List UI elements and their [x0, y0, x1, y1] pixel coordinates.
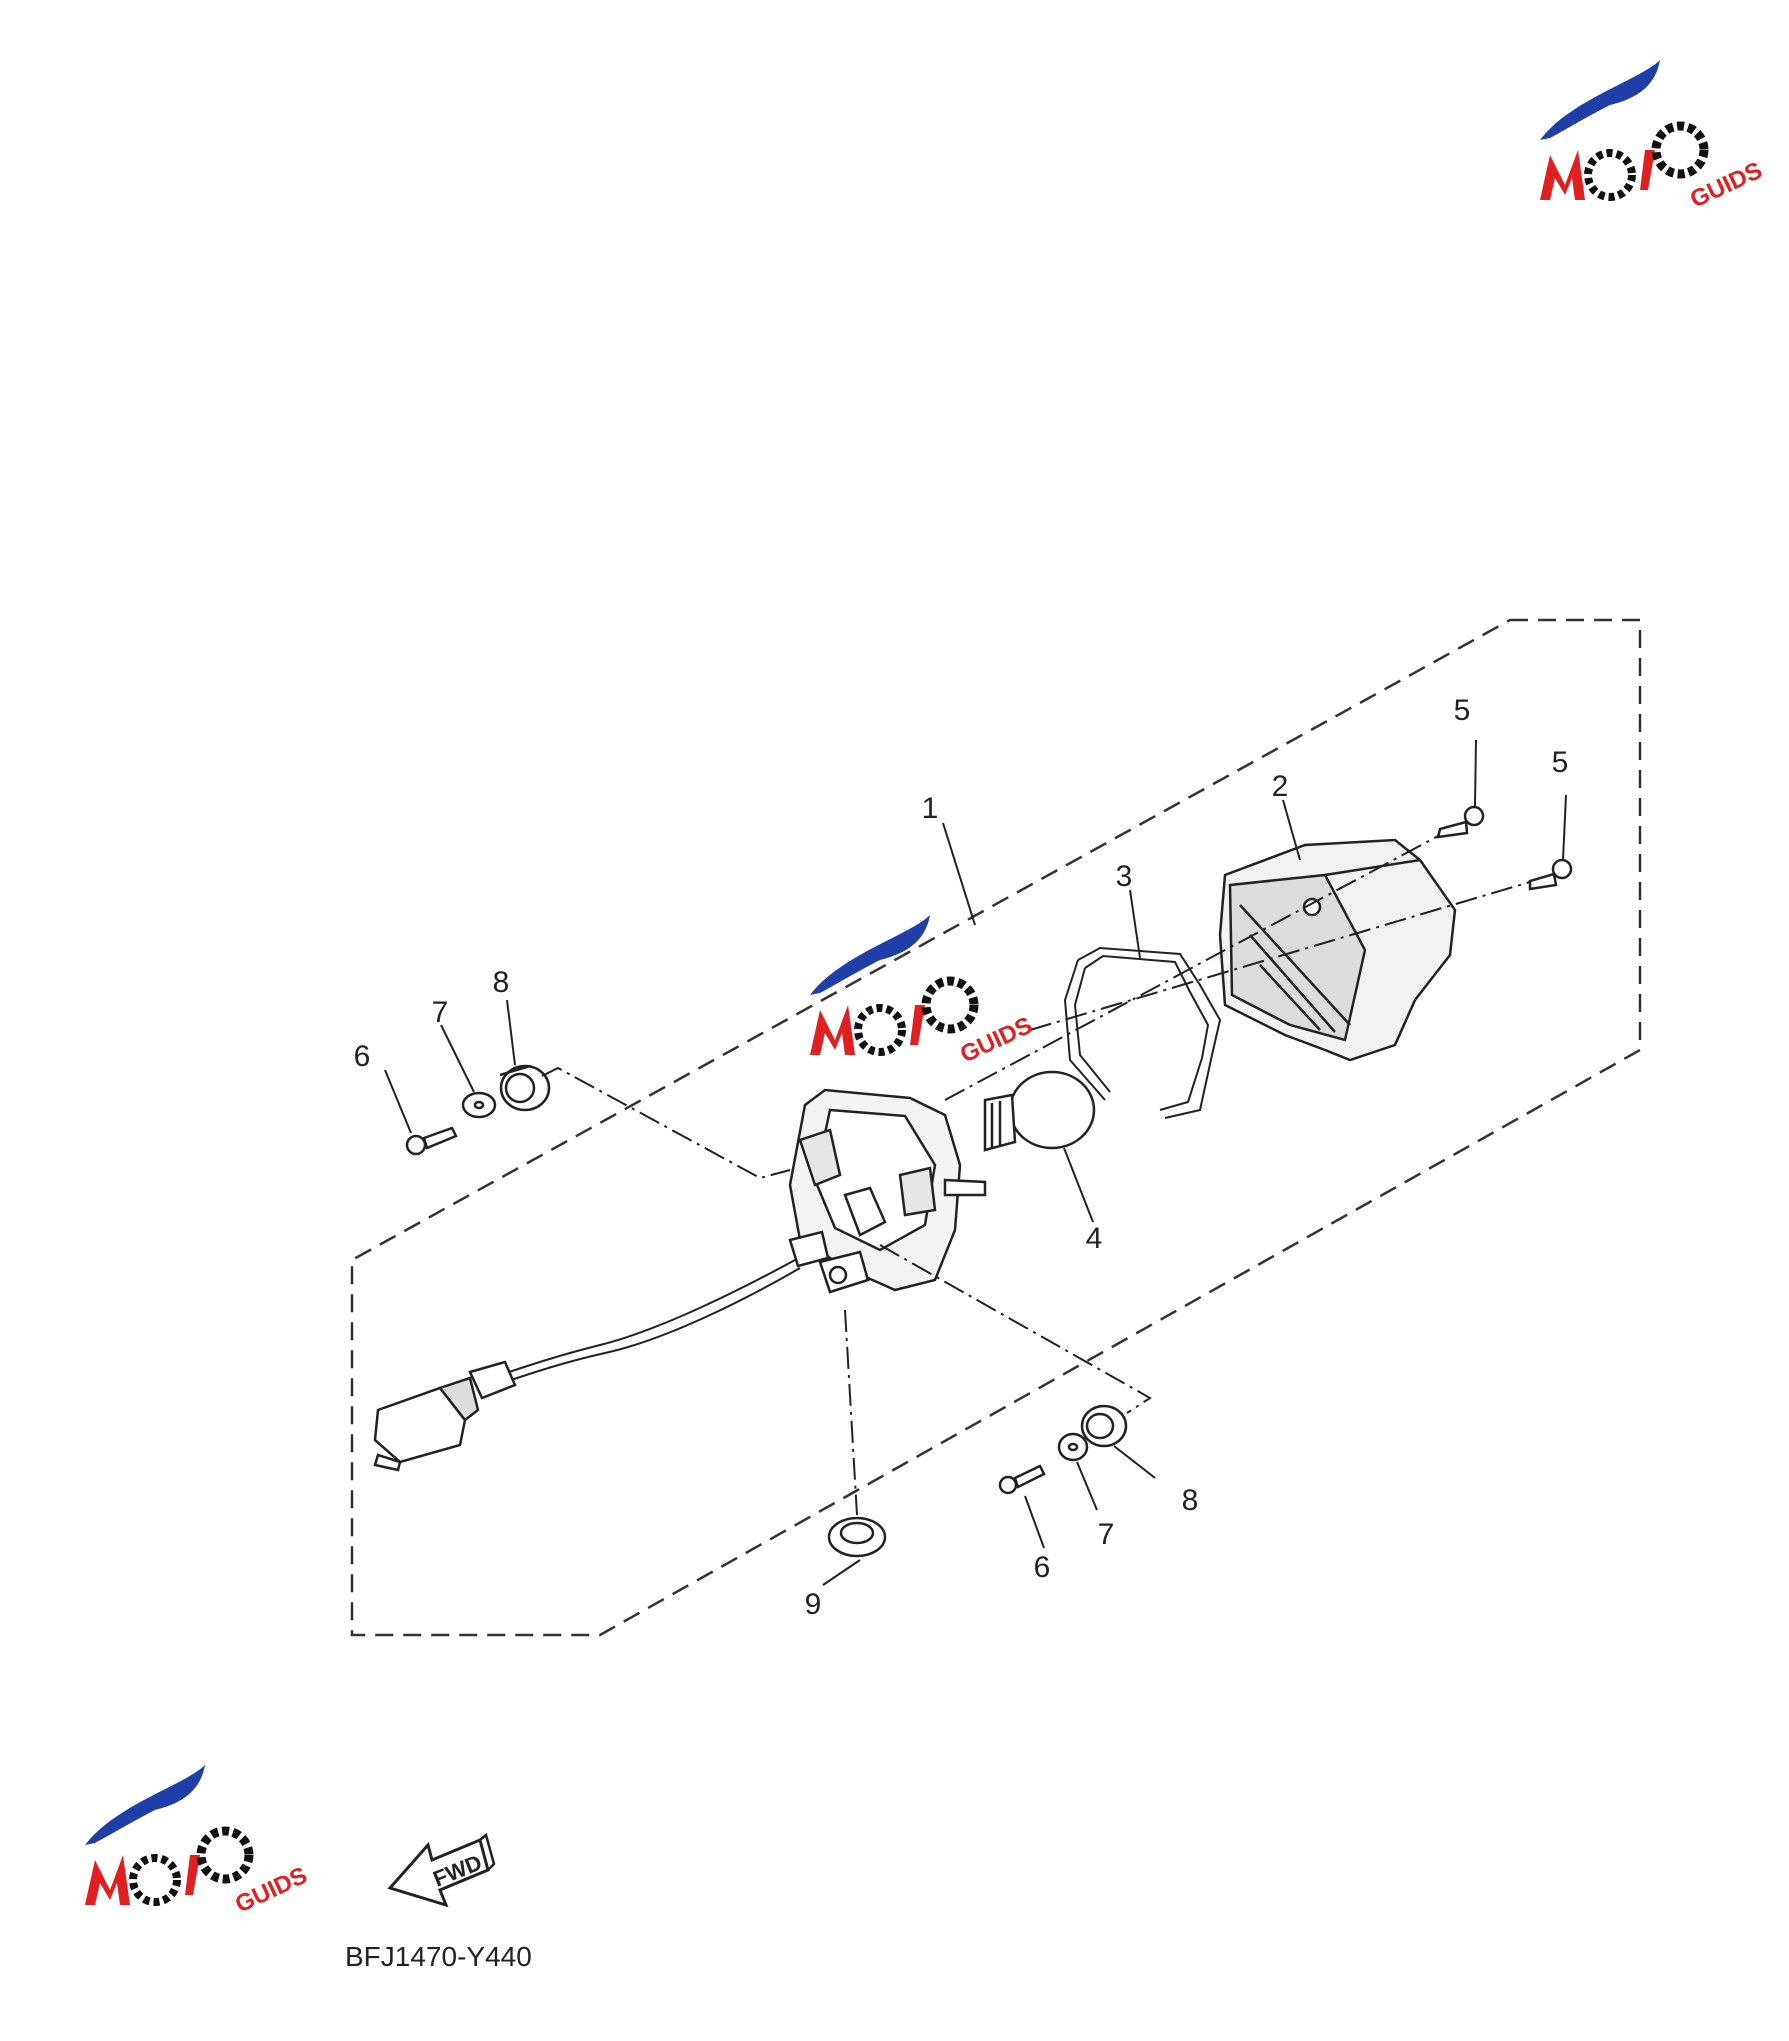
part-socket-bracket: [788, 1088, 987, 1294]
callout-6-left: 6: [354, 1040, 371, 1073]
watermark-logo-top: GUIDS: [1540, 60, 1766, 213]
callout-7-right: 7: [1098, 1518, 1115, 1551]
part-screw-left: [405, 1126, 458, 1156]
callout-8-left: 8: [493, 966, 510, 999]
part-lens-housing: [1218, 838, 1457, 1062]
part-grommet-left: [499, 1064, 551, 1112]
watermark-logo-center: GUIDS: [810, 915, 1036, 1068]
part-washer-right: [1057, 1432, 1089, 1462]
part-bulb: [983, 1070, 1096, 1152]
part-wire-harness: [373, 1259, 801, 1472]
callout-3: 3: [1116, 860, 1133, 893]
part-washer-left: [461, 1091, 497, 1119]
callout-8-right: 8: [1182, 1484, 1199, 1517]
part-screw-upper: [1436, 805, 1485, 839]
callout-5-upper: 5: [1454, 694, 1471, 727]
part-screw-lower: [1528, 858, 1573, 891]
callout-7-left: 7: [432, 996, 449, 1029]
drawing-code: BFJ1470-Y440: [345, 1941, 532, 1972]
fwd-arrow-icon: FWD: [387, 1832, 496, 1908]
callout-1: 1: [922, 792, 939, 825]
callout-labels: 1 2 3 4 5 5 6 7 8 6 7 8 9: [354, 694, 1569, 1621]
callout-2: 2: [1272, 770, 1289, 803]
part-grommet-bottom: [827, 1516, 887, 1558]
watermark-logo-bottom: GUIDS: [85, 1765, 311, 1918]
assembly-boundary: [350, 618, 1642, 1637]
callout-5-lower: 5: [1552, 746, 1569, 779]
part-grommet-right: [1080, 1404, 1128, 1448]
callout-6-right: 6: [1034, 1551, 1051, 1584]
callout-9: 9: [805, 1588, 822, 1621]
leader-lines: [384, 739, 1567, 1586]
callout-4: 4: [1086, 1222, 1103, 1255]
part-screw-right: [998, 1464, 1046, 1495]
